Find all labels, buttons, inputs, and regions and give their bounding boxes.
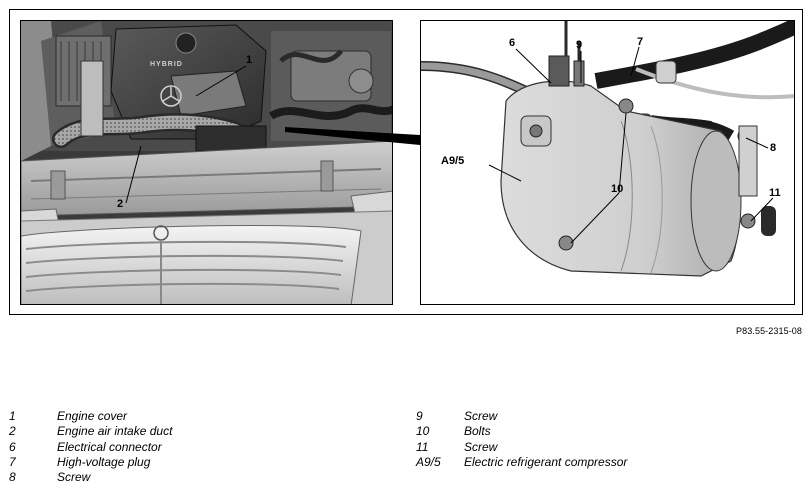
legend-key: 8: [9, 470, 16, 485]
callout-a9-5: A9/5: [441, 155, 464, 167]
figure-code: P83.55-2315-08: [736, 326, 802, 336]
legend-description: Bolts: [464, 424, 491, 439]
callout-11: 11: [769, 187, 781, 199]
legend-key: 2: [9, 424, 16, 439]
legend-description: Screw: [57, 470, 91, 485]
legend-description: Engine air intake duct: [57, 424, 173, 439]
callout-7: 7: [637, 36, 643, 48]
legend-description: Screw: [464, 439, 498, 454]
legend-description: Electrical connector: [57, 439, 162, 454]
legend-key: 1: [9, 409, 16, 423]
legend-key: A9/5: [416, 454, 441, 469]
legend-description: Screw: [464, 409, 498, 423]
compressor-drawing: 6 9 7 8 A9/5 10 11: [421, 21, 794, 277]
callout-8: 8: [770, 142, 776, 154]
legend-key: 6: [9, 439, 16, 454]
callout-2: 2: [117, 198, 123, 210]
legend-key: 11: [416, 439, 429, 454]
engine-cover-hybrid-lettering: HYBRID: [150, 61, 183, 68]
legend-key: 10: [416, 424, 430, 439]
legend-description: High-voltage plug: [57, 454, 151, 469]
compressor-detail-illustration: 6 9 7 8 A9/5 10 11: [420, 20, 795, 305]
legend-description: Engine cover: [57, 409, 128, 423]
callout-10: 10: [611, 183, 623, 195]
callout-1: 1: [246, 54, 252, 66]
engine-compartment-drawing: HYBRID: [21, 21, 392, 304]
legend-description: Electric refrigerant compressor: [464, 454, 628, 469]
legend-key: 7: [9, 454, 16, 469]
callout-9: 9: [576, 39, 582, 51]
detail-pointer-wedge: [285, 127, 420, 145]
callout-6: 6: [509, 37, 515, 49]
engine-compartment-illustration: HYBRID: [20, 20, 393, 305]
legend-key: 9: [416, 409, 423, 423]
